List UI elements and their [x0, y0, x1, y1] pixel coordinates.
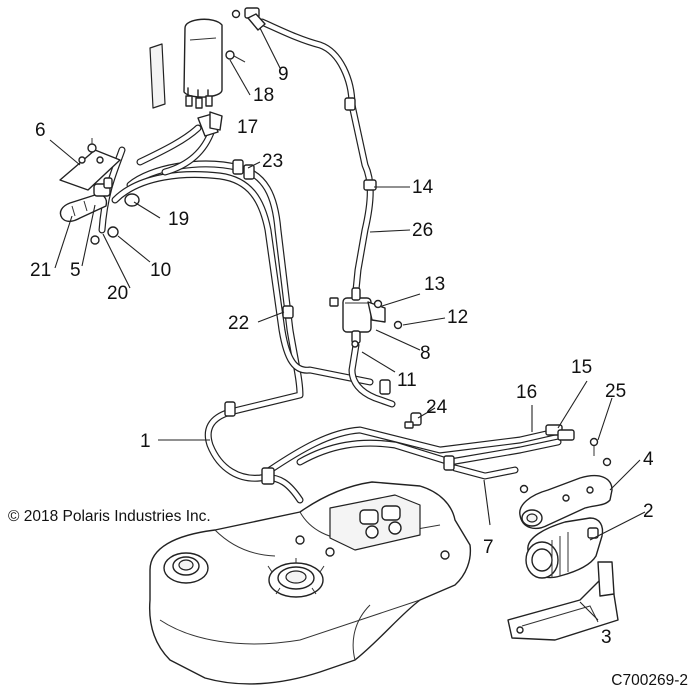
callout-labels: 1 2 3 4 5 6 7 8 9 10 11 12 13 14 15 16 1…	[30, 64, 654, 648]
callout-25: 25	[605, 381, 626, 402]
screw-4	[519, 484, 529, 494]
callout-12: 12	[447, 307, 468, 328]
tee-fitting	[93, 177, 113, 197]
callout-7: 7	[483, 537, 494, 558]
leader-lines	[49, 27, 646, 621]
cap-20	[90, 235, 100, 245]
retaining-strap	[149, 43, 166, 109]
drawing-number: C700269-2	[611, 672, 688, 689]
callout-8: 8	[420, 343, 431, 364]
callout-24: 24	[426, 397, 448, 418]
callout-16: 16	[516, 382, 537, 403]
canister-cover	[519, 474, 613, 530]
hose-clamps	[224, 97, 455, 485]
callout-22: 22	[228, 313, 249, 334]
fuel-pump-ring	[267, 558, 325, 598]
check-valve	[59, 193, 108, 223]
screw-25	[589, 437, 612, 467]
callout-21: 21	[30, 260, 51, 281]
mounting-bracket	[507, 561, 619, 641]
callout-17: 17	[237, 117, 258, 138]
clip-24	[404, 412, 422, 429]
grommet-10	[107, 226, 119, 238]
connector-15	[545, 424, 575, 441]
filler-neck	[163, 552, 209, 584]
fuel-tank	[148, 481, 472, 685]
callout-26: 26	[412, 220, 433, 241]
callout-4: 4	[643, 449, 654, 470]
screw-12	[393, 320, 403, 330]
callout-13: 13	[424, 274, 445, 295]
callout-20: 20	[107, 283, 128, 304]
clamp-11	[351, 340, 359, 348]
vent-connector	[231, 7, 266, 31]
copyright-notice: © 2018 Polaris Industries Inc.	[8, 508, 211, 525]
callout-3: 3	[601, 627, 612, 648]
vent-bracket	[59, 138, 121, 191]
callout-11: 11	[397, 370, 417, 391]
callout-9: 9	[278, 64, 289, 85]
callout-10: 10	[150, 260, 171, 281]
callout-23: 23	[262, 151, 283, 172]
callout-15: 15	[571, 357, 592, 378]
callout-19: 19	[168, 209, 189, 230]
callout-2: 2	[643, 501, 654, 522]
screw-13	[373, 299, 383, 309]
callout-14: 14	[412, 177, 434, 198]
elbow-fitting	[197, 111, 223, 137]
callout-5: 5	[70, 260, 81, 281]
fuel-lines	[98, 18, 562, 504]
fuel-filter	[329, 287, 386, 344]
callout-18: 18	[253, 85, 274, 106]
vent-reservoir	[183, 18, 223, 109]
evap-canister	[525, 517, 604, 579]
screw-18	[225, 50, 246, 63]
callout-6: 6	[35, 120, 46, 141]
callout-1: 1	[140, 431, 151, 452]
